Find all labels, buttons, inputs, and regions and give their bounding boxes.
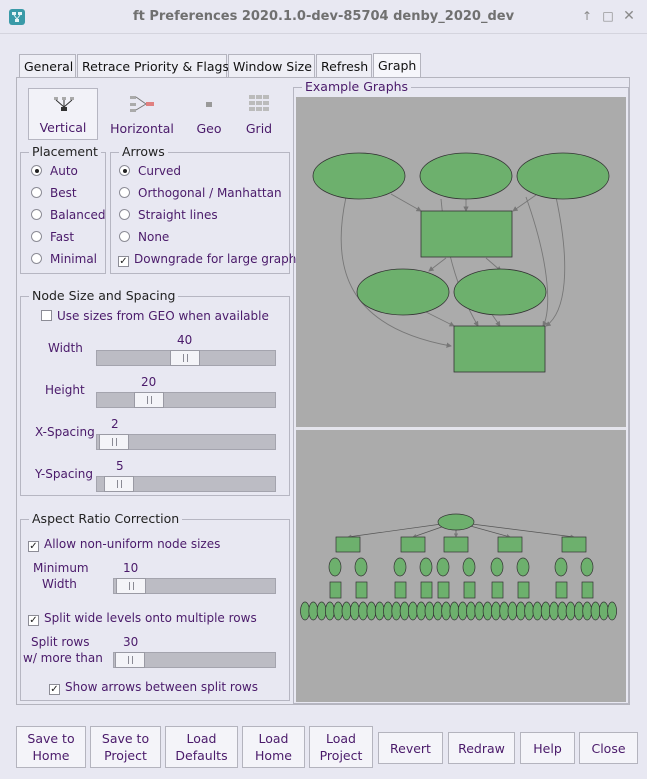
geo-label: Geo (196, 121, 222, 136)
height-slider[interactable] (96, 392, 276, 408)
close-button[interactable]: Close (579, 732, 638, 764)
tab-retrace-priority[interactable]: Retrace Priority & Flags (77, 54, 229, 78)
split-rows-value: 30 (123, 635, 139, 649)
example-graphs-title: Example Graphs (302, 79, 412, 94)
redraw-button[interactable]: Redraw (448, 732, 515, 764)
y-spacing-slider[interactable] (96, 476, 276, 492)
minimum-width-label: Width (42, 577, 77, 591)
width-slider-thumb[interactable] (170, 350, 200, 366)
arrows-title: Arrows (119, 144, 168, 159)
placement-balanced-radio[interactable]: Balanced (31, 208, 105, 224)
placement-minimal-radio[interactable]: Minimal (31, 252, 97, 268)
width-value: 40 (177, 333, 193, 347)
arrows-none-radio[interactable]: None (119, 230, 169, 246)
arrows-straight-radio[interactable]: Straight lines (119, 208, 218, 224)
grid-layout-icon (249, 95, 269, 111)
minimum-width-slider[interactable] (113, 578, 276, 594)
title-bar: ft Preferences 2020.1.0-dev-85704 denby_… (0, 0, 647, 34)
placement-fast-radio[interactable]: Fast (31, 230, 74, 246)
split-wide-levels-checkbox[interactable]: ✓Split wide levels onto multiple rows (28, 611, 257, 626)
arrows-group: Arrows (110, 144, 290, 274)
arrows-curved-radio[interactable]: Curved (119, 164, 181, 180)
x-spacing-slider-thumb[interactable] (99, 434, 129, 450)
placement-title: Placement (29, 144, 101, 159)
arrows-orthogonal-radio[interactable]: Orthogonal / Manhattan (119, 186, 282, 202)
x-spacing-slider[interactable] (96, 434, 276, 450)
vertical-label: Vertical (39, 120, 87, 135)
more-than-label: w/ more than (23, 651, 103, 665)
minimum-width-value: 10 (123, 561, 139, 575)
window-title: ft Preferences 2020.1.0-dev-85704 denby_… (132, 9, 515, 24)
height-label: Height (45, 383, 85, 397)
aspect-ratio-group: Aspect Ratio Correction (20, 511, 290, 701)
maximize-icon[interactable]: □ (602, 9, 614, 23)
aspect-example (296, 430, 626, 702)
x-spacing-label: X-Spacing (35, 425, 95, 439)
tab-graph[interactable]: Graph (373, 53, 421, 79)
aspect-ratio-title: Aspect Ratio Correction (29, 511, 183, 526)
horizontal-label: Horizontal (110, 121, 174, 136)
grid-label: Grid (245, 121, 273, 136)
placement-auto-radio[interactable]: Auto (31, 164, 78, 180)
width-label: Width (48, 341, 83, 355)
vertical-example (296, 97, 626, 427)
app-icon (9, 9, 25, 25)
horizontal-layout-icon (130, 96, 154, 112)
vertical-layout-icon (54, 97, 74, 111)
tab-refresh[interactable]: Refresh (316, 54, 372, 78)
vertical-layout-button[interactable]: Vertical (28, 88, 98, 140)
grid-layout-button[interactable]: Grid (240, 88, 278, 140)
placement-group: Placement (20, 144, 106, 274)
width-slider[interactable] (96, 350, 276, 366)
revert-button[interactable]: Revert (378, 732, 443, 764)
tab-window-size[interactable]: Window Size (228, 54, 315, 78)
downgrade-checkbox[interactable]: ✓Downgrade for large graphs (118, 252, 303, 267)
split-rows-slider-thumb[interactable] (115, 652, 145, 668)
node-size-group: Node Size and Spacing (20, 288, 290, 496)
show-arrows-checkbox[interactable]: ✓Show arrows between split rows (49, 680, 259, 695)
non-uniform-checkbox[interactable]: ✓Allow non-uniform node sizes (28, 537, 221, 552)
y-spacing-slider-thumb[interactable] (104, 476, 134, 492)
node-size-title: Node Size and Spacing (29, 288, 179, 303)
minimum-width-slider-thumb[interactable] (116, 578, 146, 594)
horizontal-layout-button[interactable]: Horizontal (108, 88, 176, 140)
split-rows-label: Split rows (31, 635, 90, 649)
height-slider-thumb[interactable] (134, 392, 164, 408)
split-rows-slider[interactable] (113, 652, 276, 668)
geo-layout-button[interactable]: Geo (190, 88, 228, 140)
height-value: 20 (141, 375, 157, 389)
help-button[interactable]: Help (520, 732, 575, 764)
use-geo-sizes-checkbox[interactable]: Use sizes from GEO when available (41, 309, 269, 325)
placement-best-radio[interactable]: Best (31, 186, 77, 202)
y-spacing-value: 5 (116, 459, 124, 473)
tab-general[interactable]: General (19, 54, 76, 78)
minimum-label: Minimum (33, 561, 89, 575)
close-icon[interactable]: ✕ (623, 8, 635, 24)
example-graphs-group: Example Graphs (293, 79, 629, 704)
example-graphs-preview (296, 97, 626, 702)
arrow-up-icon[interactable]: ↑ (581, 9, 593, 23)
geo-layout-icon (206, 102, 212, 107)
x-spacing-value: 2 (111, 417, 119, 431)
y-spacing-label: Y-Spacing (35, 467, 93, 481)
